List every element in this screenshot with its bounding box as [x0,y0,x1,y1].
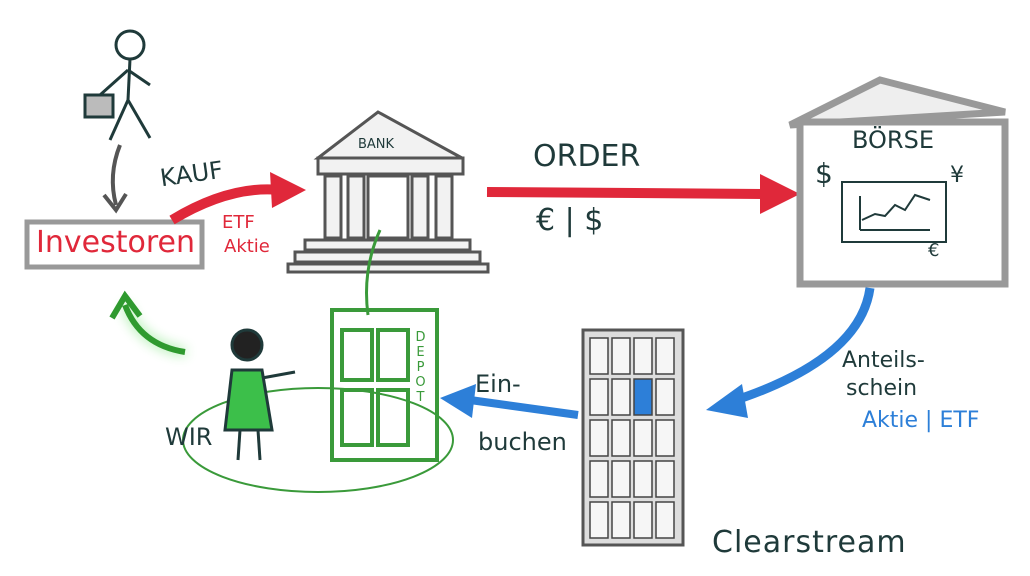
euro-icon: € [928,240,940,261]
schein-label: schein [846,376,918,401]
arrowhead [109,290,143,320]
etf-label: ETF [222,212,255,233]
wir-ellipse [182,387,454,493]
shelf-binder [589,460,609,498]
yen-icon: ¥ [950,163,964,188]
shelf-binder [655,337,675,375]
boerse-label: BÖRSE [852,126,935,154]
shelf-binder [655,419,675,457]
shelf-binder [611,460,631,498]
boerse-building [788,76,1009,288]
arrowhead [706,384,748,418]
shelf-binder [589,501,609,539]
bank-label: BANK [358,137,395,152]
shelf-binder [633,378,653,416]
depot-cabinet [330,308,439,462]
wir-label: WIR [165,423,213,451]
bank-building [286,110,490,274]
depot-label: DEPOT [413,330,428,405]
arrow-einbuchen [469,396,579,419]
shelf-binder [611,419,631,457]
shelf-binder [655,460,675,498]
shelf-binder [589,378,609,416]
clearstream-label: Clearstream [712,525,907,560]
order-label: ORDER [533,139,641,174]
shelf-binder [611,501,631,539]
arrowhead [270,172,306,208]
investor-figure [83,29,152,141]
shelf-binder [633,460,653,498]
chart-icon [841,181,947,243]
aktie-label: Aktie [224,236,270,257]
buchen-label: buchen [478,428,567,456]
shelf-binder [655,378,675,416]
shelf-binders [589,337,675,539]
anteils-label: Anteils- [842,348,925,373]
investoren-label: Investoren [36,225,195,260]
shelf-binder [589,337,609,375]
wir-person [223,328,296,461]
shelf-binder [611,337,631,375]
investoren-box [24,219,205,270]
shelf-binder [589,419,609,457]
arrow-anteilsschein [728,287,875,407]
shelf-binder [633,419,653,457]
arrow-bank-depot [365,229,382,316]
aktie-etf-label: Aktie | ETF [862,408,980,433]
dollar-icon: $ [815,157,833,190]
arrow-order [486,187,771,199]
arrow-investor-down [110,144,122,206]
arrow-kauf [169,184,281,225]
arrowhead [102,192,128,214]
arrow-back-investoren [122,303,186,355]
shelf-binder [633,337,653,375]
arrowhead [760,174,800,214]
arrowhead [440,384,476,418]
shelf-binder [655,501,675,539]
shelf-binder [633,501,653,539]
shelf-binder [611,378,631,416]
currency-label: € | $ [536,203,604,238]
briefcase-icon [83,93,115,119]
ein-label: Ein- [475,370,521,398]
